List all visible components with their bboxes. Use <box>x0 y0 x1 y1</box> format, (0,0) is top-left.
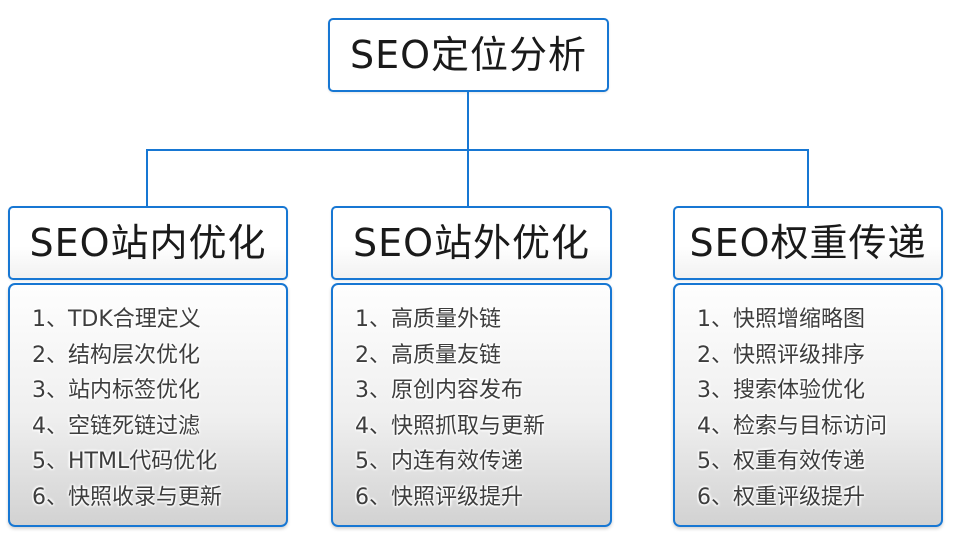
column-onsite: SEO站内优化 1、TDK合理定义 2、结构层次优化 3、站内标签优化 4、空链… <box>8 206 288 527</box>
list-item: 5、内连有效传递 <box>355 449 523 474</box>
connector-drop-right <box>807 149 809 206</box>
column-offsite-title: SEO站外优化 <box>352 221 591 265</box>
connector-drop-left <box>146 149 148 206</box>
column-onsite-header: SEO站内优化 <box>8 206 288 280</box>
list-item: 1、高质量外链 <box>355 307 501 332</box>
list-item: 4、空链死链过滤 <box>32 413 200 439</box>
connector-horizontal-bar <box>147 149 809 151</box>
list-item: 4、快照抓取与更新 <box>355 413 545 439</box>
list-item: 1、快照增缩略图 <box>697 307 865 332</box>
list-item: 5、权重有效传递 <box>697 449 865 474</box>
list-item: 2、快照评级排序 <box>697 342 865 368</box>
column-weight: SEO权重传递 1、快照增缩略图 2、快照评级排序 3、搜索体验优化 4、检索与… <box>673 206 943 527</box>
list-item: 5、HTML代码优化 <box>32 449 218 474</box>
list-item: 2、高质量友链 <box>355 342 501 368</box>
column-weight-title: SEO权重传递 <box>689 221 927 265</box>
root-node-title: SEO定位分析 <box>349 33 588 77</box>
column-onsite-list: 1、TDK合理定义 2、结构层次优化 3、站内标签优化 4、空链死链过滤 5、H… <box>8 283 288 527</box>
list-item: 3、搜索体验优化 <box>697 378 865 403</box>
list-item: 2、结构层次优化 <box>32 342 200 368</box>
list-item: 3、站内标签优化 <box>32 378 200 403</box>
column-weight-header: SEO权重传递 <box>673 206 943 280</box>
column-offsite: SEO站外优化 1、高质量外链 2、高质量友链 3、原创内容发布 4、快照抓取与… <box>331 206 612 527</box>
column-offsite-header: SEO站外优化 <box>331 206 612 280</box>
root-node: SEO定位分析 <box>328 18 609 92</box>
list-item: 6、快照收录与更新 <box>32 484 222 510</box>
list-item: 1、TDK合理定义 <box>32 307 201 332</box>
column-weight-list: 1、快照增缩略图 2、快照评级排序 3、搜索体验优化 4、检索与目标访问 5、权… <box>673 283 943 527</box>
column-onsite-title: SEO站内优化 <box>29 221 267 265</box>
column-offsite-list: 1、高质量外链 2、高质量友链 3、原创内容发布 4、快照抓取与更新 5、内连有… <box>331 283 612 527</box>
list-item: 6、快照评级提升 <box>355 484 523 510</box>
list-item: 3、原创内容发布 <box>355 378 523 403</box>
list-item: 6、权重评级提升 <box>697 484 865 510</box>
list-item: 4、检索与目标访问 <box>697 413 887 439</box>
